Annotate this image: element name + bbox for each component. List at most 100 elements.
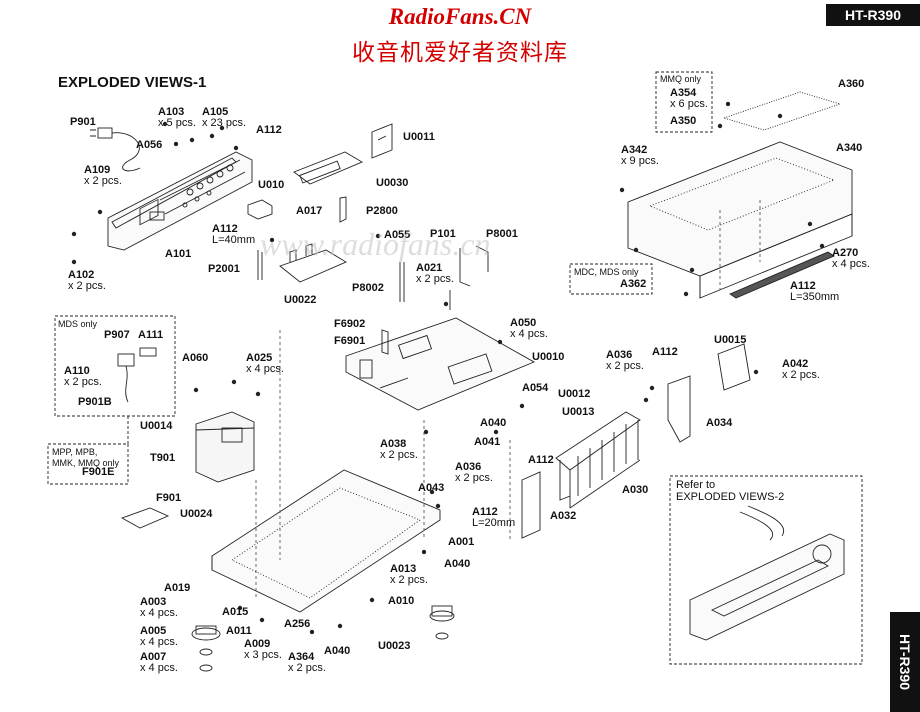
part-label: A010 [388,595,414,607]
part-label: A342 [621,144,647,156]
part-label: U010 [258,179,284,191]
part-label: U0012 [558,388,590,400]
part-label: A112 [528,454,554,466]
part-label: U0030 [376,177,408,189]
part-label: A007 [140,651,166,663]
front-panel-drawing [689,505,845,641]
part-label: U0013 [562,406,594,418]
note-refer-to: Refer to [676,479,715,491]
note-mpp-note-1: MPP, MPB, [52,447,97,457]
part-label: A050 [510,317,536,329]
part-label: A017 [296,205,322,217]
part-label: A340 [836,142,862,154]
part-label: A364 [288,651,315,663]
part-qty: x 2 pcs. [380,449,418,461]
part-label: A036 [606,349,632,361]
model-side-tab: HT-R390 [890,612,920,712]
part-label: A112 [652,346,678,358]
part-label: A019 [164,582,190,594]
part-label: A040 [444,558,470,570]
part-label: A011 [226,625,252,637]
bottom-chassis-drawing [211,469,441,613]
part-qty: x 4 pcs. [832,258,870,270]
heatsink-drawing [555,411,641,509]
part-qty: x 2 pcs. [64,376,102,388]
note-mpp-note-2: MMK, MMQ only [52,458,120,468]
part-label: A112 [790,280,816,292]
part-label: A105 [202,106,228,118]
part-label: P101 [430,228,456,240]
part-qty: x 23 pcs. [202,117,246,129]
part-label: U0015 [714,334,746,346]
part-label: A354 [670,87,697,99]
part-qty: x 4 pcs. [140,607,178,619]
part-label: A043 [418,482,444,494]
part-label: A270 [832,247,858,259]
part-label: A109 [84,164,110,176]
part-label: A360 [838,78,864,90]
part-label: U0014 [140,420,173,432]
part-label: U0010 [532,351,564,363]
part-qty: L=350mm [790,291,839,303]
part-label: A032 [550,510,576,522]
part-qty: x 9 pcs. [621,155,659,167]
part-label: A112 [212,223,238,235]
part-qty: x 4 pcs. [140,636,178,648]
note-mmq-only: MMQ only [660,74,702,84]
mds-plug-drawing [117,347,157,403]
part-label: A040 [480,417,506,429]
part-label: A350 [670,115,696,127]
part-label: A021 [416,262,442,274]
note-mdc-mds-only: MDC, MDS only [574,267,639,277]
part-qty: x 2 pcs. [416,273,454,285]
part-label: P8001 [486,228,518,240]
part-label: A013 [390,563,416,575]
part-label: A060 [182,352,208,364]
part-label: A101 [165,248,191,260]
part-label: U0024 [180,508,213,520]
part-qty: x 2 pcs. [68,280,106,292]
part-label: A040 [324,645,350,657]
part-qty: x 2 pcs. [390,574,428,586]
part-label: U0022 [284,294,316,306]
part-label: A056 [136,139,162,151]
sub-board-drawing [279,243,347,283]
part-label: P2001 [208,263,240,275]
part-label: P901B [78,396,112,408]
screws [71,101,825,635]
part-label: A110 [64,365,90,377]
part-label: U0023 [378,640,410,652]
part-label: A102 [68,269,94,281]
part-qty: x 2 pcs. [288,662,326,674]
part-label: A111 [138,329,163,341]
power-cord-drawing [90,127,141,172]
part-label: F901E [82,466,114,478]
part-label: A042 [782,358,808,370]
part-qty: x 2 pcs. [455,472,493,484]
part-label: A025 [246,352,272,364]
watermark: www.radiofans.cn [260,226,491,262]
part-qty: x 2 pcs. [84,175,122,187]
part-qty: L=40mm [212,234,255,246]
transformer-drawing [195,411,255,483]
part-qty: x 4 pcs. [246,363,284,375]
top-cover-drawing [627,141,853,299]
part-label: A005 [140,625,166,637]
site-title: RadioFans.CN [388,4,532,29]
part-label: A055 [384,229,410,241]
part-label: A001 [448,536,474,548]
part-qty: x 6 pcs. [670,98,708,110]
part-label: A036 [455,461,481,473]
part-label: A030 [622,484,648,496]
model-badge: HT-R390 [826,4,920,26]
part-label: F901 [156,492,181,504]
part-label: A003 [140,596,166,608]
main-board-drawing [345,245,536,411]
part-qty: x 3 pcs. [244,649,282,661]
part-label: F6901 [334,335,365,347]
site-subtitle: 收音机爱好者资料库 [352,40,568,66]
part-qty: L=20mm [472,517,515,529]
part-qty: x 4 pcs. [140,662,178,674]
part-label: A112 [256,124,282,136]
